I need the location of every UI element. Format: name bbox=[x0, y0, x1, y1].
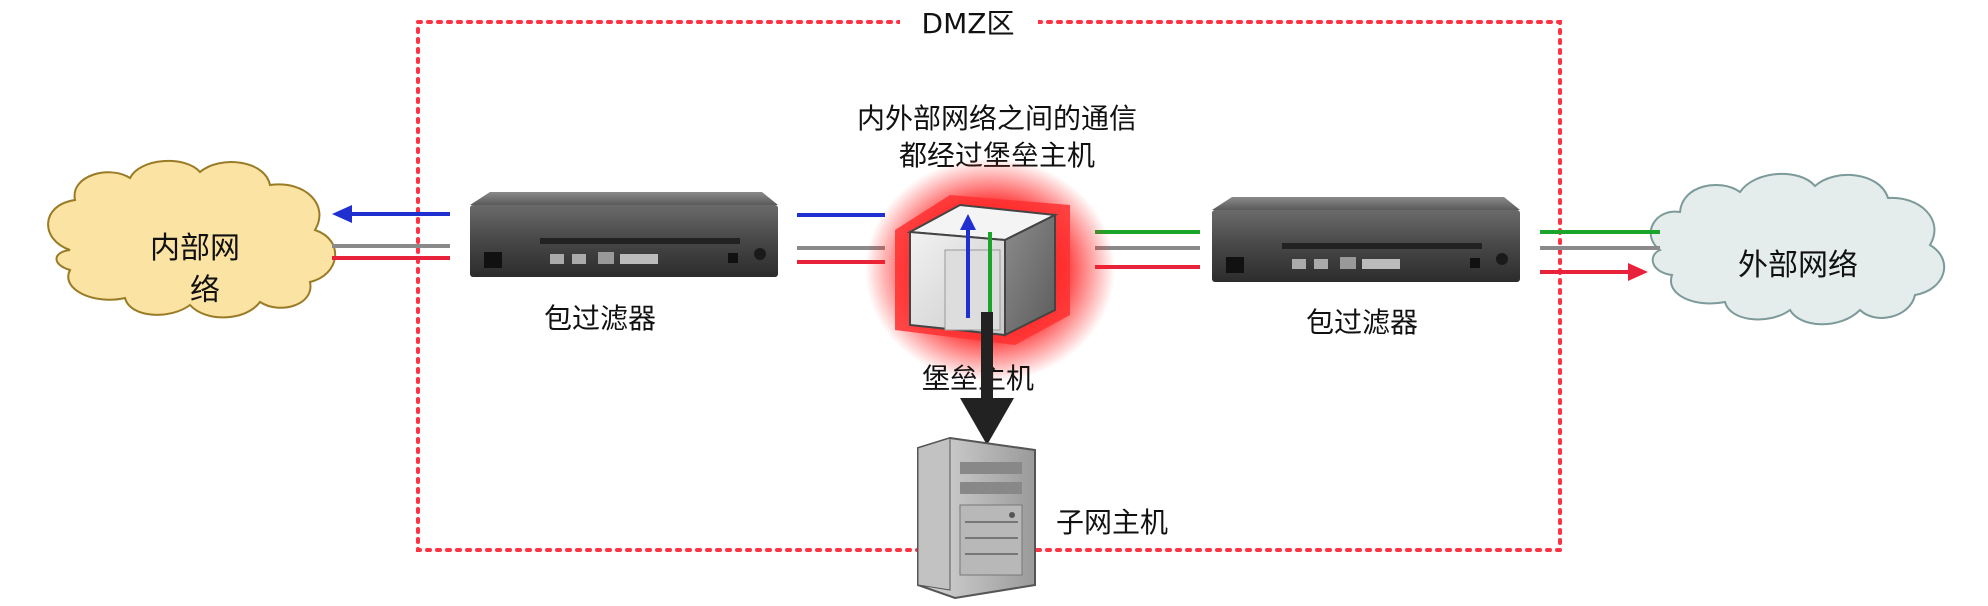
subnet-host-label: 子网主机 bbox=[1056, 506, 1168, 539]
right-packet-filter-label: 包过滤器 bbox=[1306, 306, 1418, 339]
internal-network-cloud: 内部网 络 bbox=[47, 160, 336, 319]
external-link-lines bbox=[1540, 230, 1660, 281]
dmz-label: DMZ区 bbox=[922, 7, 1015, 40]
internal-network-label-2: 络 bbox=[190, 273, 220, 308]
internal-network-label-1: 内部网 bbox=[150, 231, 240, 266]
external-network-label: 外部网络 bbox=[1738, 248, 1858, 283]
left-packet-filter: 包过滤器 bbox=[470, 192, 778, 335]
external-network-cloud: 外部网络 bbox=[1649, 173, 1946, 326]
bastion-host-label: 堡垒主机 bbox=[922, 362, 1034, 395]
right-packet-filter: 包过滤器 bbox=[1212, 197, 1520, 339]
internal-link-lines bbox=[332, 205, 450, 260]
bastion-to-subnet-arrow bbox=[960, 312, 1014, 445]
subnet-host: 子网主机 bbox=[917, 436, 1168, 600]
dmz-label-background bbox=[900, 8, 1038, 38]
description-line-1: 内外部网络之间的通信 bbox=[857, 102, 1137, 135]
left-packet-filter-label: 包过滤器 bbox=[544, 302, 656, 335]
bastion-host: 堡垒主机 bbox=[865, 158, 1115, 395]
